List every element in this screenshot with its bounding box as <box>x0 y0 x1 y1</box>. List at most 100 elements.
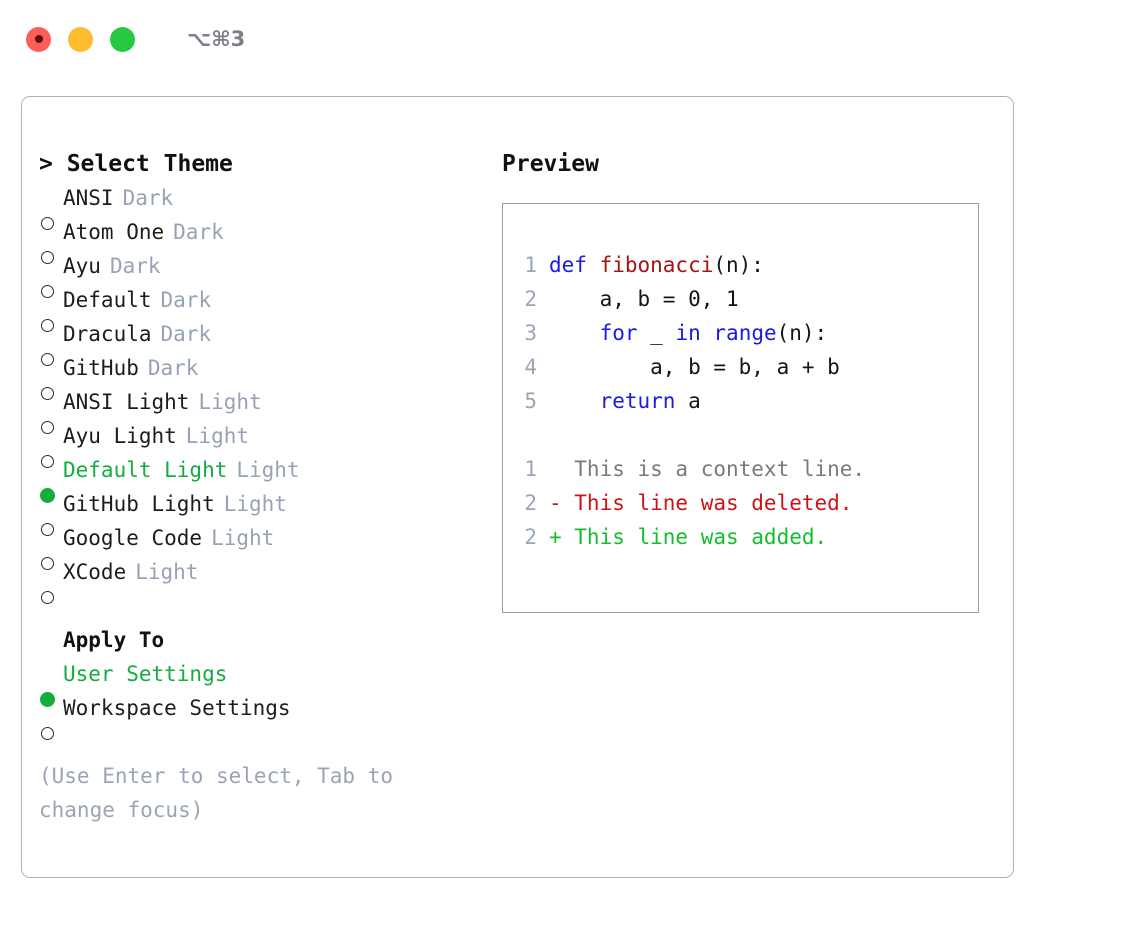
line-number: 2 <box>524 491 537 515</box>
radio-ring-icon <box>41 285 54 298</box>
diff-line-text: This is a context line. <box>549 457 866 481</box>
minimize-button[interactable] <box>68 26 93 52</box>
maximize-button[interactable] <box>110 26 135 52</box>
code-token-plain: a, b = 0, 1 <box>549 287 739 311</box>
radio-ring-icon <box>41 455 54 468</box>
code-line: 2 a, b = 0, 1 <box>503 282 978 316</box>
theme-option-tag: Dark <box>173 220 224 244</box>
code-line: 4 a, b = b, a + b <box>503 350 978 384</box>
title-bar: ⌥⌘3 <box>0 0 1140 78</box>
code-line-text: for _ in range(n): <box>549 316 828 350</box>
code-line-text: a, b = 0, 1 <box>549 282 739 316</box>
radio-ring-icon <box>41 217 54 230</box>
theme-option-label: Dracula <box>63 322 152 346</box>
window-controls <box>26 26 135 52</box>
theme-option-tag: Light <box>236 458 300 482</box>
code-token-plain: a <box>675 389 701 413</box>
preview-heading: Preview <box>502 151 599 177</box>
theme-option-ansi-light[interactable]: ANSI Light Light <box>39 385 488 434</box>
theme-option-tag: Light <box>198 390 262 414</box>
code-line-text: def fibonacci(n): <box>549 248 764 282</box>
theme-option-tag: Dark <box>160 288 212 312</box>
code-token-plain: _ <box>637 321 676 345</box>
radio-ring-icon <box>41 557 54 570</box>
theme-option-atom-one[interactable]: Atom One Dark <box>39 215 488 264</box>
radio-ring-icon <box>41 387 54 400</box>
line-number: 2 <box>524 525 537 549</box>
theme-option-label: Default Light <box>63 458 228 482</box>
code-token-plain <box>701 321 714 345</box>
theme-option-tag: Light <box>135 560 199 584</box>
theme-option-tag: Dark <box>109 254 161 278</box>
close-icon <box>34 35 43 43</box>
radio-ring-icon <box>41 727 54 740</box>
theme-option-ayu-light[interactable]: Ayu Light Light <box>39 419 488 468</box>
radio-ring-icon <box>41 319 54 332</box>
theme-option-xcode[interactable]: XCode Light <box>39 555 488 604</box>
theme-option-label: ANSI Light <box>63 390 190 414</box>
code-line: 3 for _ in range(n): <box>503 316 978 350</box>
diff-line-add: 2 + This line was added. <box>503 520 978 554</box>
radio-ring-icon <box>41 591 54 604</box>
diff-line-text: - This line was deleted. <box>549 491 853 515</box>
line-number: 1 <box>524 253 537 277</box>
theme-option-label: Ayu Light <box>63 424 177 448</box>
theme-option-label: XCode <box>63 560 127 584</box>
theme-option-tag: Light <box>185 424 250 448</box>
code-token-kw: return <box>599 389 676 413</box>
radio-dot-icon <box>40 488 55 503</box>
select-theme-heading: > Select Theme <box>39 151 233 177</box>
theme-option-label: Google Code <box>63 526 203 550</box>
theme-option-tag: Dark <box>122 186 174 210</box>
diff-line-text: + This line was added. <box>549 525 828 549</box>
theme-option-label: Default <box>63 288 152 312</box>
theme-option-label: Atom One <box>63 220 165 244</box>
code-line: 5 return a <box>503 384 978 418</box>
theme-option-default[interactable]: Default Dark <box>39 283 488 332</box>
radio-ring-icon <box>41 523 54 536</box>
close-button[interactable] <box>26 26 51 52</box>
keyboard-hint: (Use Enter to select, Tab to change focu… <box>39 764 406 822</box>
theme-option-label: GitHub Light <box>63 492 215 516</box>
diff-line-ctx: 1 This is a context line. <box>503 452 978 486</box>
code-line-text: a, b = b, a + b <box>549 350 840 384</box>
theme-option-label: ANSI <box>63 186 114 210</box>
code-token-kw: in <box>675 321 701 345</box>
apply-to-option-label: Workspace Settings <box>63 696 291 720</box>
code-token-plain: (n): <box>713 253 764 277</box>
theme-option-ansi[interactable]: ANSI Dark <box>39 181 488 230</box>
theme-option-tag: Dark <box>147 356 199 380</box>
theme-option-google-code[interactable]: Google Code Light <box>39 521 488 570</box>
line-number: 2 <box>524 287 537 311</box>
theme-option-tag: Light <box>211 526 275 550</box>
code-token-kw: def <box>549 253 600 277</box>
keyboard-shortcut-label: ⌥⌘3 <box>187 27 246 51</box>
code-line: 1 def fibonacci(n): <box>503 248 978 282</box>
code-token-plain: a, b = b, a + b <box>549 355 840 379</box>
code-token-plain: (n): <box>776 321 828 345</box>
radio-ring-icon <box>41 421 54 434</box>
code-token-plain <box>549 321 600 345</box>
apply-to-option-workspace-settings[interactable]: Workspace Settings <box>39 691 488 740</box>
line-number: 1 <box>524 457 537 481</box>
radio-ring-icon <box>41 251 54 264</box>
diff-line-del: 2 - This line was deleted. <box>503 486 978 520</box>
apply-to-heading: Apply To <box>63 628 165 652</box>
line-number: 5 <box>524 389 537 413</box>
code-token-plain <box>549 389 600 413</box>
apply-to-option-user-settings[interactable]: User Settings <box>39 657 488 707</box>
code-token-kw: for <box>599 321 638 345</box>
radio-ring-icon <box>41 353 54 366</box>
theme-option-default-light[interactable]: Default Light Light <box>39 453 488 503</box>
code-token-kw: range <box>713 321 777 345</box>
